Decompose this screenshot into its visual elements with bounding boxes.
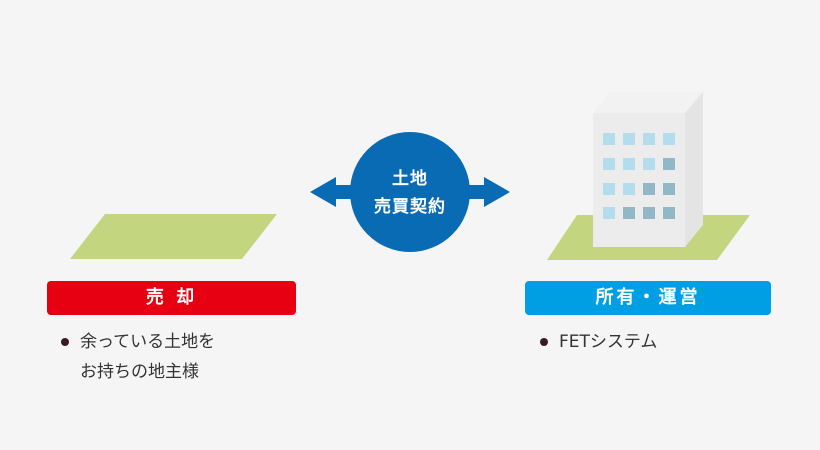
contract-circle	[350, 132, 470, 252]
window	[663, 133, 675, 145]
window	[603, 158, 615, 170]
window	[623, 158, 635, 170]
left-bullet-line1: 余っている土地を	[80, 332, 216, 352]
building-icon	[593, 92, 703, 247]
window	[643, 183, 655, 195]
window	[603, 133, 615, 145]
window	[663, 207, 675, 219]
sell-label: 売 却	[47, 281, 296, 315]
bullet-icon	[540, 338, 548, 346]
right-bullet: FETシステム	[559, 332, 658, 352]
window	[603, 207, 615, 219]
center-title-line1: 土地	[392, 169, 428, 189]
window	[663, 183, 675, 195]
window	[623, 183, 635, 195]
window	[603, 183, 615, 195]
center-title-line2: 売買契約	[374, 197, 446, 217]
own-operate-label: 所有・運営	[525, 281, 771, 315]
window	[623, 133, 635, 145]
window	[663, 158, 675, 170]
window	[623, 207, 635, 219]
window	[643, 133, 655, 145]
left-bullet-line2: お持ちの地主様	[80, 362, 199, 382]
window	[643, 207, 655, 219]
land-plot-left	[70, 214, 277, 259]
window	[643, 158, 655, 170]
bullet-icon	[61, 338, 69, 346]
